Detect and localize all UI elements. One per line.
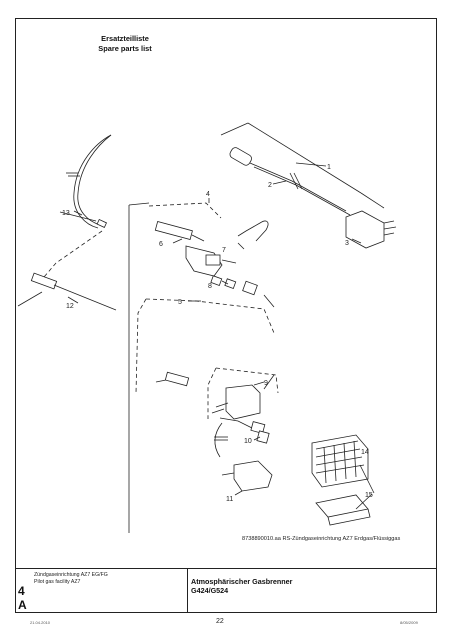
part-label-7: 7 [222, 247, 226, 254]
part-9-valve [225, 384, 261, 420]
part-3-plug [345, 210, 385, 249]
page-number: 22 [216, 618, 224, 625]
part-1-bracket [220, 122, 249, 136]
part-label-4: 4 [206, 191, 210, 198]
part-7-screw [237, 220, 269, 242]
footer-description-german: Zündgaseinrichtung AZ7 EG/FG [34, 572, 108, 578]
drawing-caption: 8738890010.aa RS-Zündgaseinrichtung AZ7 … [242, 536, 401, 542]
footer-divider [187, 569, 188, 613]
exploded-view-svg: 1 2 3 4 5 6 7 8 9 10 11 12 13 14 15 [17, 122, 397, 533]
section-letter: A [18, 598, 27, 612]
part-label-8: 8 [208, 283, 212, 290]
part-15-plate [315, 494, 369, 518]
part-label-12: 12 [66, 303, 74, 310]
part-14-filter [311, 434, 369, 488]
part-13-lead-b [77, 134, 112, 226]
part-label-6: 6 [159, 241, 163, 248]
part-label-13: 13 [62, 210, 70, 217]
part-label-2: 2 [268, 182, 272, 189]
parts-list-sheet: Ersatzteilliste Spare parts list [15, 18, 437, 613]
part-6-pilot [154, 220, 193, 240]
part-label-10: 10 [244, 438, 252, 445]
part-8-nut [210, 275, 223, 286]
part-13-lead [73, 134, 112, 229]
part-label-5: 5 [178, 299, 182, 306]
chapter-number: 4 [18, 584, 25, 598]
part-11-plug [233, 460, 273, 492]
footer: Zündgaseinrichtung AZ7 EG/FG Pilot gas f… [16, 568, 436, 613]
part-label-9: 9 [264, 380, 268, 387]
part-label-1: 1 [327, 164, 331, 171]
part-2-sleeve [229, 147, 252, 166]
title-english: Spare parts list [98, 44, 152, 53]
part-label-15: 15 [365, 492, 373, 499]
part-label-14: 14 [361, 449, 369, 456]
part-label-3: 3 [345, 240, 349, 247]
part-12-electrode [30, 272, 58, 290]
part-9-rod [164, 371, 190, 387]
part-10-nut [256, 430, 270, 444]
title-german: Ersatzteilliste [101, 34, 149, 43]
part-label-11: 11 [226, 496, 233, 503]
footer-description-english: Pilot gas facility AZ7 [34, 579, 81, 585]
exploded-drawing: 1 2 3 4 5 6 7 8 9 10 11 12 13 14 15 [16, 63, 436, 568]
header: Ersatzteilliste Spare parts list [16, 19, 436, 63]
product-name: Atmosphärischer Gasbrenner [191, 577, 293, 586]
date-code: 21.04.2010 [30, 620, 51, 625]
document-code: 8/05/2009 [400, 620, 418, 625]
product-model: G424/G524 [191, 586, 229, 595]
part-13-connector [96, 218, 108, 228]
